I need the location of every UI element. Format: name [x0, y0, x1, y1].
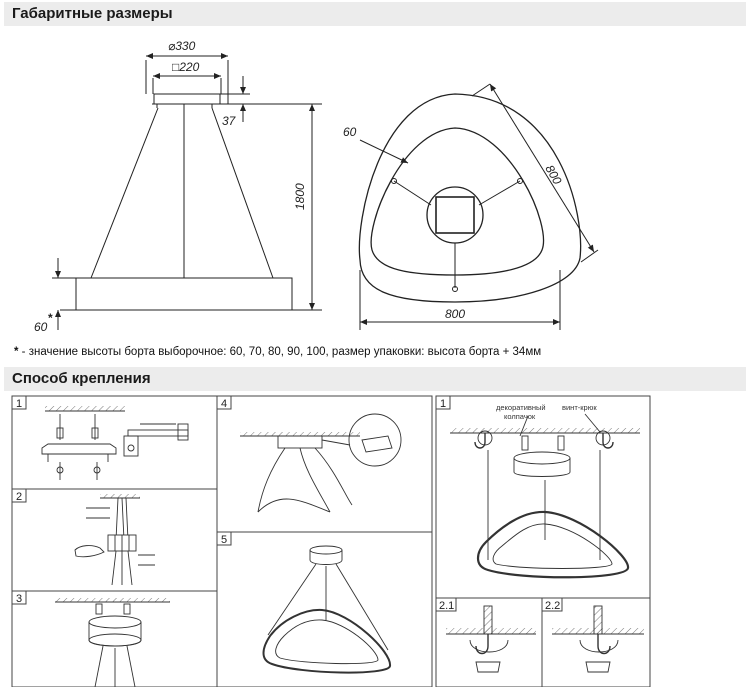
decorative-cap-label-line1: декоративный: [496, 403, 546, 412]
panel-4-number: 4: [221, 398, 227, 410]
footnote-marker: *: [14, 346, 19, 358]
screw-hook-label: винт-крюк: [562, 403, 597, 412]
mounting-section-header: Способ крепления: [4, 367, 746, 391]
mounting-illustrations: 1 2 3 4 5 1 2.1 2.2: [11, 395, 651, 687]
canopy-height-label: 37: [222, 114, 237, 128]
panel-5-number: 5: [221, 534, 227, 546]
panel-2-number: 2: [16, 491, 22, 503]
panel-1-number: 1: [16, 398, 22, 410]
panel-3-number: 3: [16, 593, 22, 605]
panel-r1-number: 1: [440, 398, 446, 410]
top-view-width-label: 800: [445, 307, 465, 321]
footnote: * - значение высоты борта выборочное: 60…: [14, 346, 541, 358]
dimensions-drawing: ⌀330 □220 37 1800 60 * 60 800 800: [34, 39, 599, 334]
panel-r22-number: 2.2: [545, 600, 560, 612]
panel-r21-number: 2.1: [439, 600, 454, 612]
decorative-cap-label-line2: колпачок: [504, 412, 536, 421]
plate-size-label: □220: [172, 60, 200, 74]
mounting-title: Способ крепления: [12, 370, 151, 387]
dimensions-title: Габаритные размеры: [12, 5, 173, 22]
rim-height-label: 60: [34, 320, 48, 334]
dimensions-section-header: Габаритные размеры: [4, 2, 746, 26]
top-view-60-label: 60: [343, 125, 357, 139]
footnote-text: - значение высоты борта выборочное: 60, …: [18, 346, 542, 358]
total-height-label: 1800: [293, 183, 307, 210]
canopy-diameter-label: ⌀330: [168, 39, 196, 53]
rim-asterisk: *: [48, 311, 53, 325]
